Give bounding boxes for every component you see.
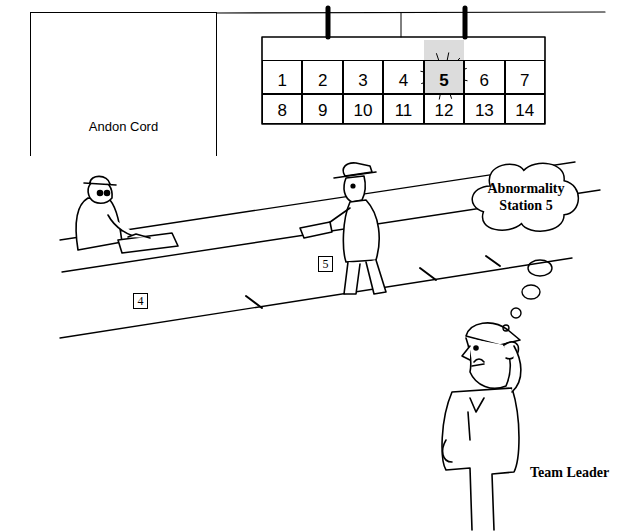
station-lamp-number: 7 <box>520 71 529 91</box>
role-label: Team Leader <box>530 465 609 481</box>
station-lamp-number: 12 <box>434 101 453 121</box>
station-lamp: 7 <box>505 60 545 94</box>
thought-cloud: Abnormality Station 5 <box>470 160 582 234</box>
station-lamp: 10 <box>343 94 383 124</box>
station-lamp: 13 <box>464 94 504 124</box>
team-leader-figure <box>442 323 521 530</box>
board-hanger <box>326 8 331 37</box>
station-lamp-number: 9 <box>318 101 327 121</box>
station-lamp: 1 <box>262 60 302 94</box>
station-lamp: 6 <box>464 60 504 94</box>
station-lamp-number: 6 <box>480 71 489 91</box>
area-label: Andon Cord <box>89 119 158 134</box>
thought-text: Abnormality Station 5 <box>484 180 568 214</box>
thought-dot <box>503 325 509 331</box>
station-lamp-number: 4 <box>399 71 408 91</box>
station-tick <box>486 256 500 266</box>
station-lamp: 14 <box>505 94 545 124</box>
lamp-burst <box>420 52 467 99</box>
thought-dot <box>511 308 521 318</box>
station-lamp-number: 8 <box>277 101 286 121</box>
andon-board <box>262 37 545 124</box>
station-number-text: 4 <box>138 295 144 308</box>
seated-worker <box>76 176 178 253</box>
cloud-outline <box>470 160 582 234</box>
station-lamp-number: 2 <box>318 71 327 91</box>
station-number: 4 <box>133 293 148 309</box>
station-lamp-number: 14 <box>515 101 534 121</box>
station-lamp: 2 <box>302 60 342 94</box>
station-tick <box>420 268 436 280</box>
station-lamp: 8 <box>262 94 302 124</box>
station-lamp-number: 5 <box>439 71 448 91</box>
thought-dot <box>522 285 540 299</box>
station-lamp-number: 1 <box>277 71 286 91</box>
lamp-glow <box>424 40 464 60</box>
thought-dot <box>528 260 552 276</box>
station-number: 5 <box>318 256 333 272</box>
station-lamp: 5 <box>424 60 464 94</box>
andon-wire <box>401 13 402 37</box>
overhead-line <box>217 12 605 13</box>
station-lamp: 11 <box>383 94 423 124</box>
station-lamp: 4 <box>383 60 423 94</box>
station-tick <box>246 296 262 308</box>
station-number-text: 5 <box>323 258 329 271</box>
station-lamp-number: 3 <box>358 71 367 91</box>
cloud-shape <box>472 163 578 231</box>
board-hanger <box>463 8 468 37</box>
standing-worker <box>300 163 386 294</box>
station-lamp-number: 13 <box>475 101 494 121</box>
station-lamp: 3 <box>343 60 383 94</box>
station-lamp: 12 <box>424 94 464 124</box>
andon-cord-area: Andon Cord <box>30 12 217 156</box>
station-lamp-number: 10 <box>354 101 373 121</box>
station-lamp: 9 <box>302 94 342 124</box>
station-lamp-number: 11 <box>395 101 413 121</box>
